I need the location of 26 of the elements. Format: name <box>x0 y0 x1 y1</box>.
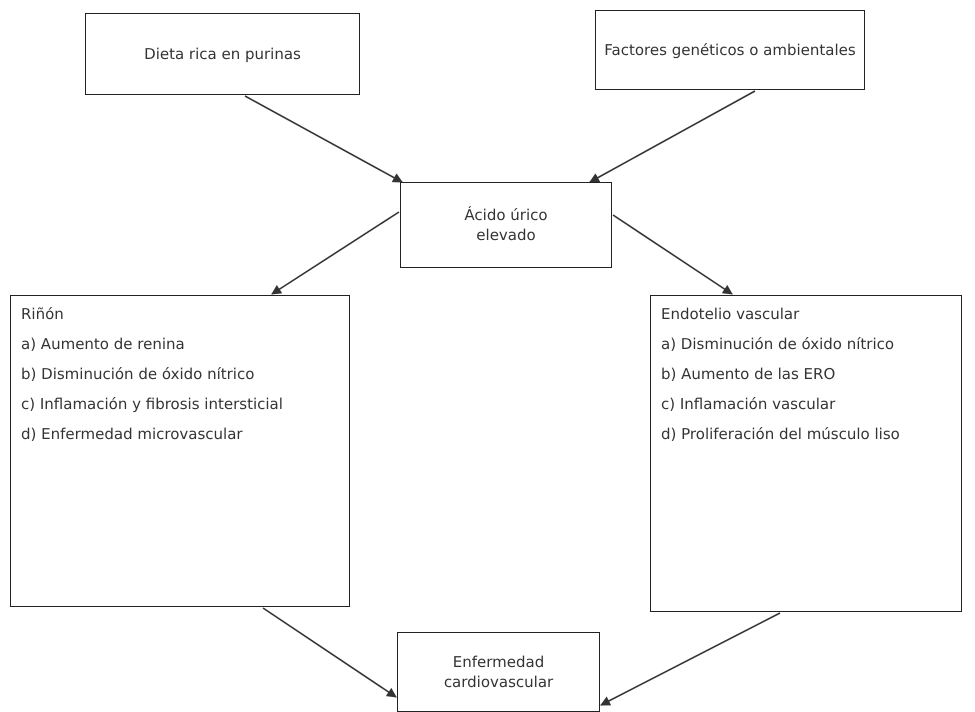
arrow <box>589 90 756 183</box>
box-text: c) Inflamación vascular <box>661 394 836 414</box>
box-heading: Endotelio vascular <box>661 304 800 324</box>
box-text: Ácido úrico elevado <box>463 205 549 245</box>
arrow <box>262 607 397 698</box>
box-heading: Riñón <box>21 304 65 324</box>
arrow <box>612 214 733 295</box>
box-text: d) Enfermedad microvascular <box>21 424 244 444</box>
process-box <box>397 632 600 712</box>
box-text: c) Inflamación y fibrosis intersticial <box>21 394 284 414</box>
box-text: Factores genéticos o ambientales <box>604 40 856 60</box>
arrow <box>600 612 780 706</box>
box-text: Enfermedad cardiovascular <box>442 652 554 692</box>
box-text: a) Disminución de óxido nítrico <box>661 334 896 354</box>
process-box <box>85 13 360 95</box>
arrow <box>271 211 400 295</box>
box-text: b) Disminución de óxido nítrico <box>21 364 256 384</box>
process-box <box>650 295 962 612</box>
box-text: d) Proliferación del músculo liso <box>661 424 901 444</box>
process-box <box>595 10 865 90</box>
process-box <box>10 295 350 607</box>
process-box <box>400 182 612 268</box>
arrow <box>244 95 403 183</box>
box-text: a) Aumento de renina <box>21 334 186 354</box>
box-text: Dieta rica en purinas <box>144 44 301 64</box>
box-text: b) Aumento de las ERO <box>661 364 836 384</box>
